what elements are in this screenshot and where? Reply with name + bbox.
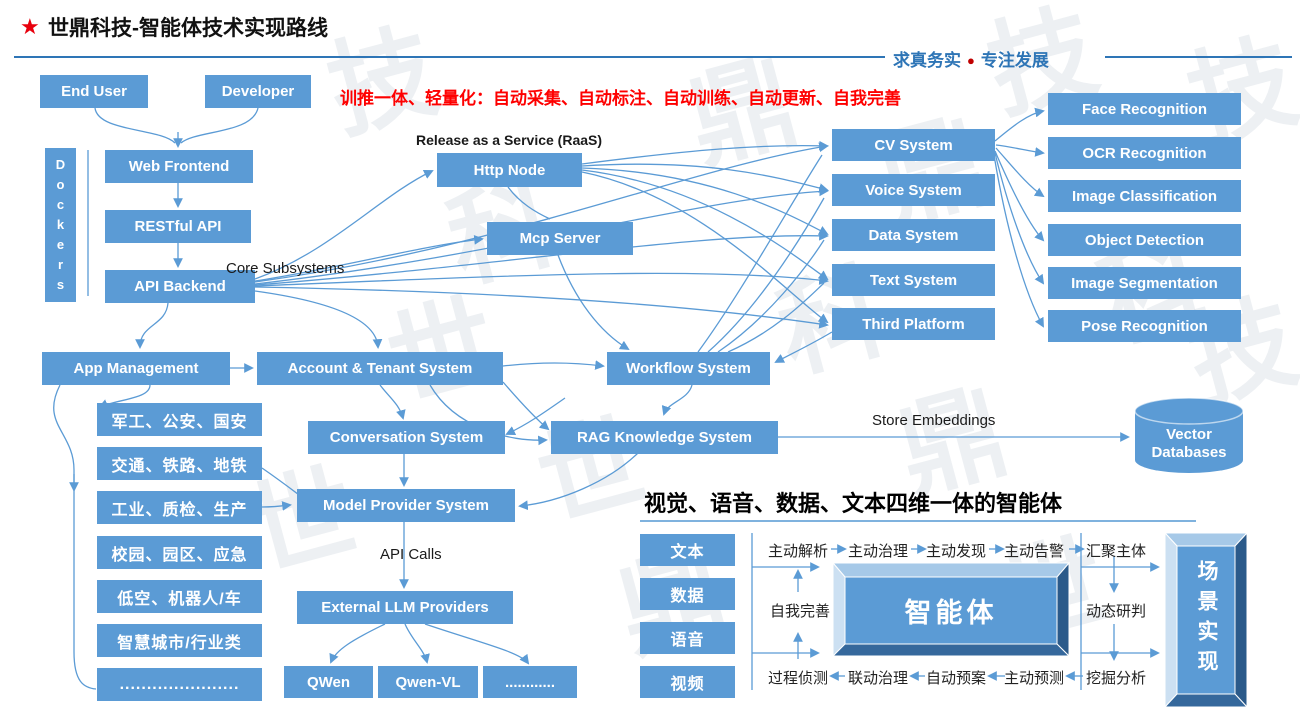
flow-step: 过程侦测 [768, 670, 829, 687]
domain-item: 低空、机器人/车 [97, 580, 262, 613]
node-rag-knowledge: RAG Knowledge System [551, 421, 778, 454]
modality-video: 视频 [640, 666, 735, 698]
node-object-detection: Object Detection [1048, 224, 1241, 256]
domain-item: 军工、公安、国安 [97, 403, 262, 436]
domain-item: ...................... [97, 668, 262, 701]
node-end-user: End User [40, 75, 148, 108]
flow-step: 主动发现 [926, 543, 987, 560]
vector-db-line1: Vector [1166, 426, 1212, 443]
node-http-node: Http Node [437, 153, 582, 187]
agent-panel-divider [640, 520, 1196, 522]
label-store-embeddings: Store Embeddings [872, 412, 996, 429]
vector-db-line2: Databases [1151, 444, 1227, 461]
domain-item: 校园、园区、应急 [97, 536, 262, 569]
page-title: 世鼎科技-智能体技术实现路线 [48, 17, 328, 40]
label-api-calls: API Calls [380, 546, 442, 563]
vector-db-cylinder [1134, 397, 1244, 473]
domain-item: 工业、质检、生产 [97, 491, 262, 524]
node-text-system: Text System [832, 264, 995, 296]
node-workflow-system: Workflow System [607, 352, 770, 385]
agent-panel-heading: 视觉、语音、数据、文本四维一体的智能体 [644, 491, 1063, 516]
node-third-platform: Third Platform [832, 308, 995, 340]
flow-step: 主动告警 [1004, 543, 1065, 560]
flow-step: 主动预测 [1004, 670, 1065, 687]
flow-step: 挖掘分析 [1086, 670, 1147, 687]
node-app-management: App Management [42, 352, 230, 385]
node-ocr-recognition: OCR Recognition [1048, 137, 1241, 169]
training-note: 训推一体、轻量化：自动采集、自动标注、自动训练、自动更新、自我完善 [340, 89, 901, 108]
flow-step: 自动预案 [926, 670, 987, 687]
node-web-frontend: Web Frontend [105, 150, 253, 183]
node-dockers: Dockers [45, 148, 76, 302]
flow-step: 汇聚主体 [1086, 543, 1147, 560]
node-face-recognition: Face Recognition [1048, 93, 1241, 125]
flow-left-label: 自我完善 [770, 603, 831, 620]
header-divider-right [1105, 56, 1292, 58]
company-slogan: 求真务实 ● 专注发展 [893, 46, 1049, 71]
label-core-subsystems: Core Subsystems [226, 260, 345, 277]
node-developer: Developer [205, 75, 311, 108]
logo-star-icon: ★ [20, 14, 40, 39]
node-external-llm: External LLM Providers [297, 591, 513, 624]
modality-voice: 语音 [640, 622, 735, 654]
domain-item: 智慧城市/行业类 [97, 624, 262, 657]
slogan-left: 求真务实 [893, 51, 961, 70]
flow-step: 主动治理 [848, 543, 909, 560]
header-divider-left [14, 56, 885, 58]
node-api-backend: API Backend [105, 270, 255, 303]
slogan-dot-icon: ● [967, 53, 975, 68]
node-image-segmentation: Image Segmentation [1048, 267, 1241, 299]
node-agent: 智能体 [904, 598, 998, 628]
node-llm-more: ............ [483, 666, 577, 698]
node-conversation-system: Conversation System [308, 421, 505, 454]
modality-text: 文本 [640, 534, 735, 566]
label-raas: Release as a Service (RaaS) [416, 132, 603, 148]
flow-step: 联动治理 [848, 670, 909, 687]
slogan-right: 专注发展 [980, 51, 1049, 70]
node-model-provider: Model Provider System [297, 489, 515, 522]
flow-right-label: 动态研判 [1086, 603, 1147, 620]
flow-step: 主动解析 [768, 543, 829, 560]
node-mcp-server: Mcp Server [487, 222, 633, 255]
node-restful-api: RESTful API [105, 210, 251, 243]
node-pose-recognition: Pose Recognition [1048, 310, 1241, 342]
node-cv-system: CV System [832, 129, 995, 161]
domain-item: 交通、铁路、地铁 [97, 447, 262, 480]
node-qwen: QWen [284, 666, 373, 698]
node-image-classification: Image Classification [1048, 180, 1241, 212]
modality-data: 数据 [640, 578, 735, 610]
node-scene-realization: 场景实现 [1195, 560, 1218, 680]
agent-3d-box [831, 561, 1071, 658]
node-data-system: Data System [832, 219, 995, 251]
node-qwen-vl: Qwen-VL [378, 666, 478, 698]
scene-3d-box [1163, 531, 1249, 709]
node-voice-system: Voice System [832, 174, 995, 206]
node-account-tenant: Account & Tenant System [257, 352, 503, 385]
